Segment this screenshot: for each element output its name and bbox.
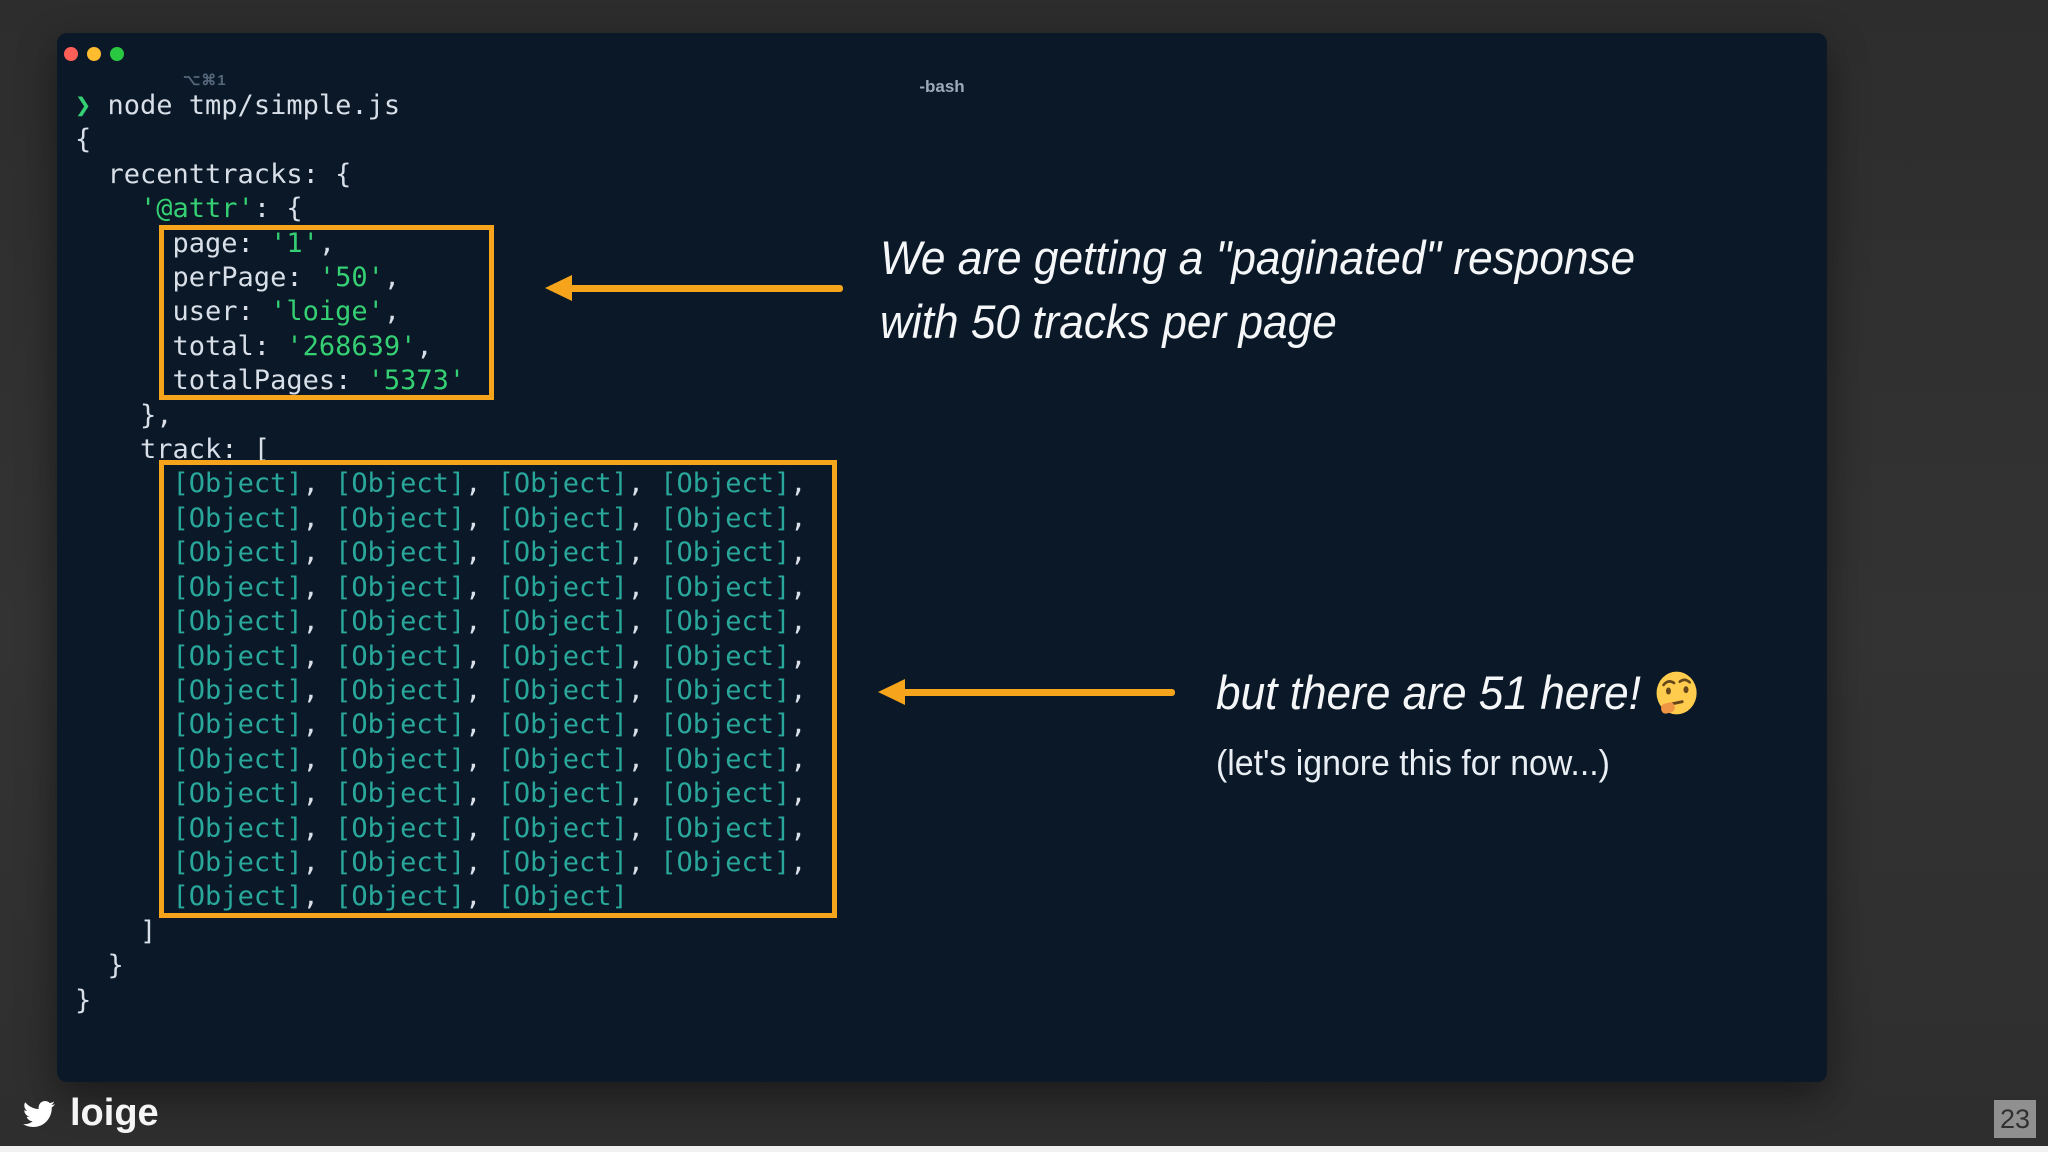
terminal-line: ]: [75, 915, 157, 947]
terminal-line: '@attr': {: [140, 193, 303, 225]
annotation-paginated: We are getting a "paginated" response wi…: [880, 226, 1635, 354]
terminal-line: ❯ node tmp/simple.js: [75, 90, 401, 121]
terminal-line: [Object], [Object], [Object], [Object],: [172, 640, 807, 672]
terminal-line: [Object], [Object], [Object]: [172, 881, 628, 913]
terminal-line: [Object], [Object], [Object], [Object],: [172, 778, 807, 810]
terminal-line: perPage: '50',: [75, 262, 401, 294]
terminal-line: }: [75, 984, 92, 1016]
terminal-window: ⌥⌘1 -bash ❯ node tmp/simple.js{ recenttr…: [57, 33, 1827, 1082]
highlight-box-attr: [159, 225, 494, 400]
terminal-line: [Object], [Object], [Object], [Object],: [172, 674, 807, 706]
terminal-line: {: [75, 124, 92, 156]
terminal-line: }: [75, 950, 124, 982]
window-title: -bash: [919, 77, 965, 96]
terminal-line: [Object], [Object], [Object], [Object],: [172, 571, 807, 603]
terminal-line: track: [: [75, 434, 271, 466]
arrow-to-attr-box: [545, 275, 843, 301]
annotation-paginated-line2: with 50 tracks per page: [880, 295, 1337, 348]
tab-shortcut-label: ⌥⌘1: [183, 72, 227, 89]
terminal-line: total: '268639',: [75, 330, 433, 362]
terminal-line: recenttracks: {: [75, 158, 352, 190]
arrow-to-track-box: [878, 679, 1175, 705]
terminal-line: totalPages: '5373': [75, 365, 466, 397]
terminal-output[interactable]: ❯ node tmp/simple.js{ recenttracks: { '@…: [75, 89, 807, 1018]
terminal-line: user: 'loige',: [75, 296, 401, 328]
thinking-face-emoji: [1656, 671, 1697, 714]
terminal-line: [Object], [Object], [Object], [Object],: [172, 502, 807, 534]
traffic-lights: [64, 47, 124, 61]
annotation-fiftyone-text: but there are 51 here!: [1216, 666, 1641, 719]
twitter-icon: [23, 1100, 55, 1127]
close-button[interactable]: [64, 47, 78, 61]
arrow-shaft: [563, 285, 843, 292]
twitter-handle[interactable]: loige: [70, 1092, 159, 1134]
terminal-line: },: [75, 399, 173, 431]
terminal-line: [Object], [Object], [Object], [Object],: [172, 606, 807, 638]
slide-bottom-edge: [0, 1146, 2048, 1152]
zoom-button[interactable]: [110, 47, 124, 61]
highlight-box-track: [159, 460, 837, 918]
terminal-titlebar: ⌥⌘1 -bash: [57, 33, 1827, 96]
terminal-line: page: '1',: [75, 227, 336, 259]
annotation-fiftyone: but there are 51 here!: [1216, 665, 1699, 720]
minimize-button[interactable]: [87, 47, 101, 61]
terminal-line: [Object], [Object], [Object], [Object],: [172, 537, 807, 569]
arrow-shaft: [896, 689, 1175, 696]
terminal-line: [Object], [Object], [Object], [Object],: [172, 846, 807, 878]
page-number-badge: 23: [1994, 1100, 2036, 1138]
terminal-line: [Object], [Object], [Object], [Object],: [172, 709, 807, 741]
annotation-fiftyone-subtext: (let's ignore this for now...): [1216, 742, 1610, 783]
terminal-line: [Object], [Object], [Object], [Object],: [172, 468, 807, 500]
footer: loige: [20, 1092, 159, 1135]
terminal-line: [Object], [Object], [Object], [Object],: [172, 743, 807, 775]
terminal-line: [Object], [Object], [Object], [Object],: [172, 812, 807, 844]
annotation-paginated-line1: We are getting a "paginated" response: [880, 231, 1636, 284]
